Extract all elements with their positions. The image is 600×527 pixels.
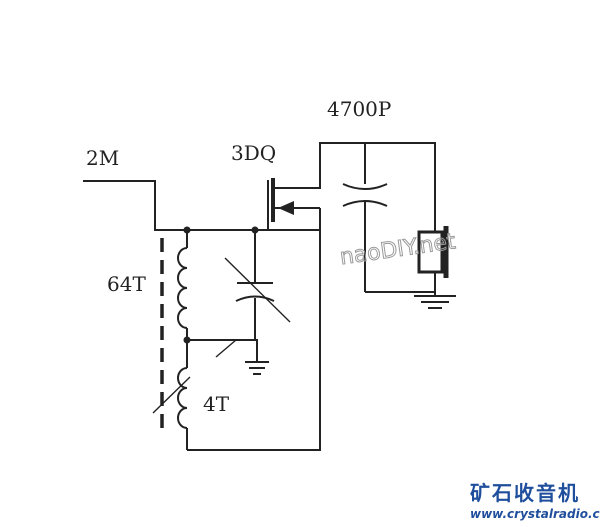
brand-logo-name: 矿石收音机 — [470, 481, 580, 505]
drain-wire — [273, 142, 436, 232]
label-coil-4t: 4T — [203, 392, 230, 416]
top-junction-dot — [183, 226, 191, 234]
variable-capacitor-arrow — [224, 257, 291, 323]
variable-capacitor-plate-bottom — [235, 295, 275, 302]
coil-4t — [177, 367, 188, 429]
label-coil-64t: 64T — [107, 272, 146, 296]
cap-4700p-plate-bottom — [342, 200, 388, 207]
gang-tick — [215, 339, 237, 358]
brand-logo-url: www.crystalradio.cn — [470, 507, 600, 521]
label-capacitor: 4700P — [327, 97, 391, 121]
cap-4700p-plate-top — [342, 183, 388, 190]
transistor-arrow-icon — [278, 201, 294, 215]
adjustable-coil-arrow — [152, 376, 191, 414]
gate-junction-dot — [251, 226, 259, 234]
earphone-icon — [417, 230, 444, 274]
antenna-wire — [83, 180, 321, 451]
label-transistor: 3DQ — [231, 141, 276, 165]
label-antenna: 2M — [86, 146, 119, 170]
coil-64t — [177, 247, 188, 329]
ground-rail-wire — [187, 339, 258, 362]
